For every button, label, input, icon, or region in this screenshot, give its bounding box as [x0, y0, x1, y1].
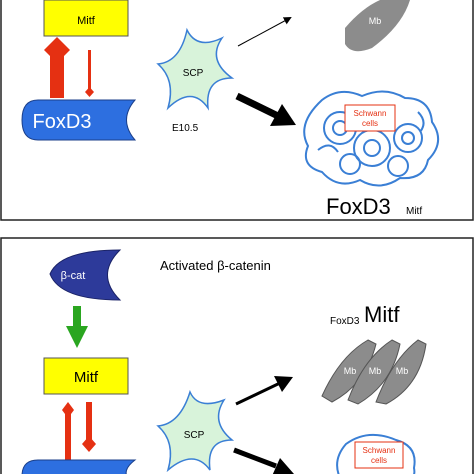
bottom-mitf-label: Mitf [74, 369, 99, 386]
mb-label-3: Mb [396, 366, 409, 376]
bottom-panel: β-cat Activated β-catenin Mitf SCP [0, 237, 474, 474]
top-summary-mitf: Mitf [406, 206, 422, 217]
bottom-foxd3-shape [21, 459, 137, 474]
bottom-summary-foxd3: FoxD3 [330, 316, 360, 327]
stage-label: E10.5 [172, 123, 199, 134]
scp-cell [156, 27, 235, 111]
schwann-label-line2: cells [362, 119, 378, 128]
schwann-label-line1: Schwann [354, 109, 387, 118]
bottom-scp-cell [156, 389, 235, 473]
melanoblast-1 [321, 339, 377, 403]
top-panel-frame [0, 0, 474, 221]
bottom-schwann-label-line2: cells [371, 456, 387, 465]
foxd3-represses-mitf-weak [85, 50, 94, 97]
melanoblast-3 [375, 339, 427, 405]
scp-to-schwann-arrow [235, 92, 296, 126]
mitf-label: Mitf [77, 15, 96, 27]
bottom-summary-mitf: Mitf [364, 302, 400, 327]
bottom-melanoblasts: Mb Mb Mb [321, 339, 427, 405]
bottom-mitf-box [43, 357, 129, 395]
mb-label: Mb [369, 16, 382, 26]
bottom-schwann-cell [336, 433, 416, 474]
mb-label-2: Mb [369, 366, 382, 376]
bottom-scp-to-mb-arrow [235, 376, 293, 406]
bottom-scp-label: SCP [184, 430, 205, 441]
bottom-scp-to-schwann-arrow [233, 447, 294, 474]
bcat-label: β-cat [61, 270, 86, 282]
scp-to-mb-arrow [237, 17, 292, 47]
melanoblast: Mb [345, 0, 410, 52]
bcat-shape [49, 249, 122, 301]
bottom-schwann-label-box [354, 441, 404, 469]
bottom-panel-frame [0, 237, 474, 474]
scp-label: SCP [183, 68, 204, 79]
bottom-repression-right [82, 402, 96, 452]
mitf-represses-foxd3-strong [44, 37, 70, 98]
bottom-repression-left [62, 402, 74, 464]
top-panel: Mitf FoxD3 SCP E10.5 Mb [0, 0, 474, 221]
melanoblast-2 [347, 339, 401, 405]
foxd3-shape [21, 99, 137, 141]
bottom-panel-title: Activated β-catenin [160, 258, 271, 273]
foxd3-label: FoxD3 [33, 111, 92, 133]
top-summary-foxd3: FoxD3 [326, 194, 391, 219]
mb-label-1: Mb [344, 366, 357, 376]
bottom-schwann-label-line1: Schwann [363, 446, 396, 455]
schwann-label-box [344, 104, 396, 132]
mitf-box [43, 0, 129, 37]
bcat-activates-mitf-arrow [66, 306, 88, 348]
